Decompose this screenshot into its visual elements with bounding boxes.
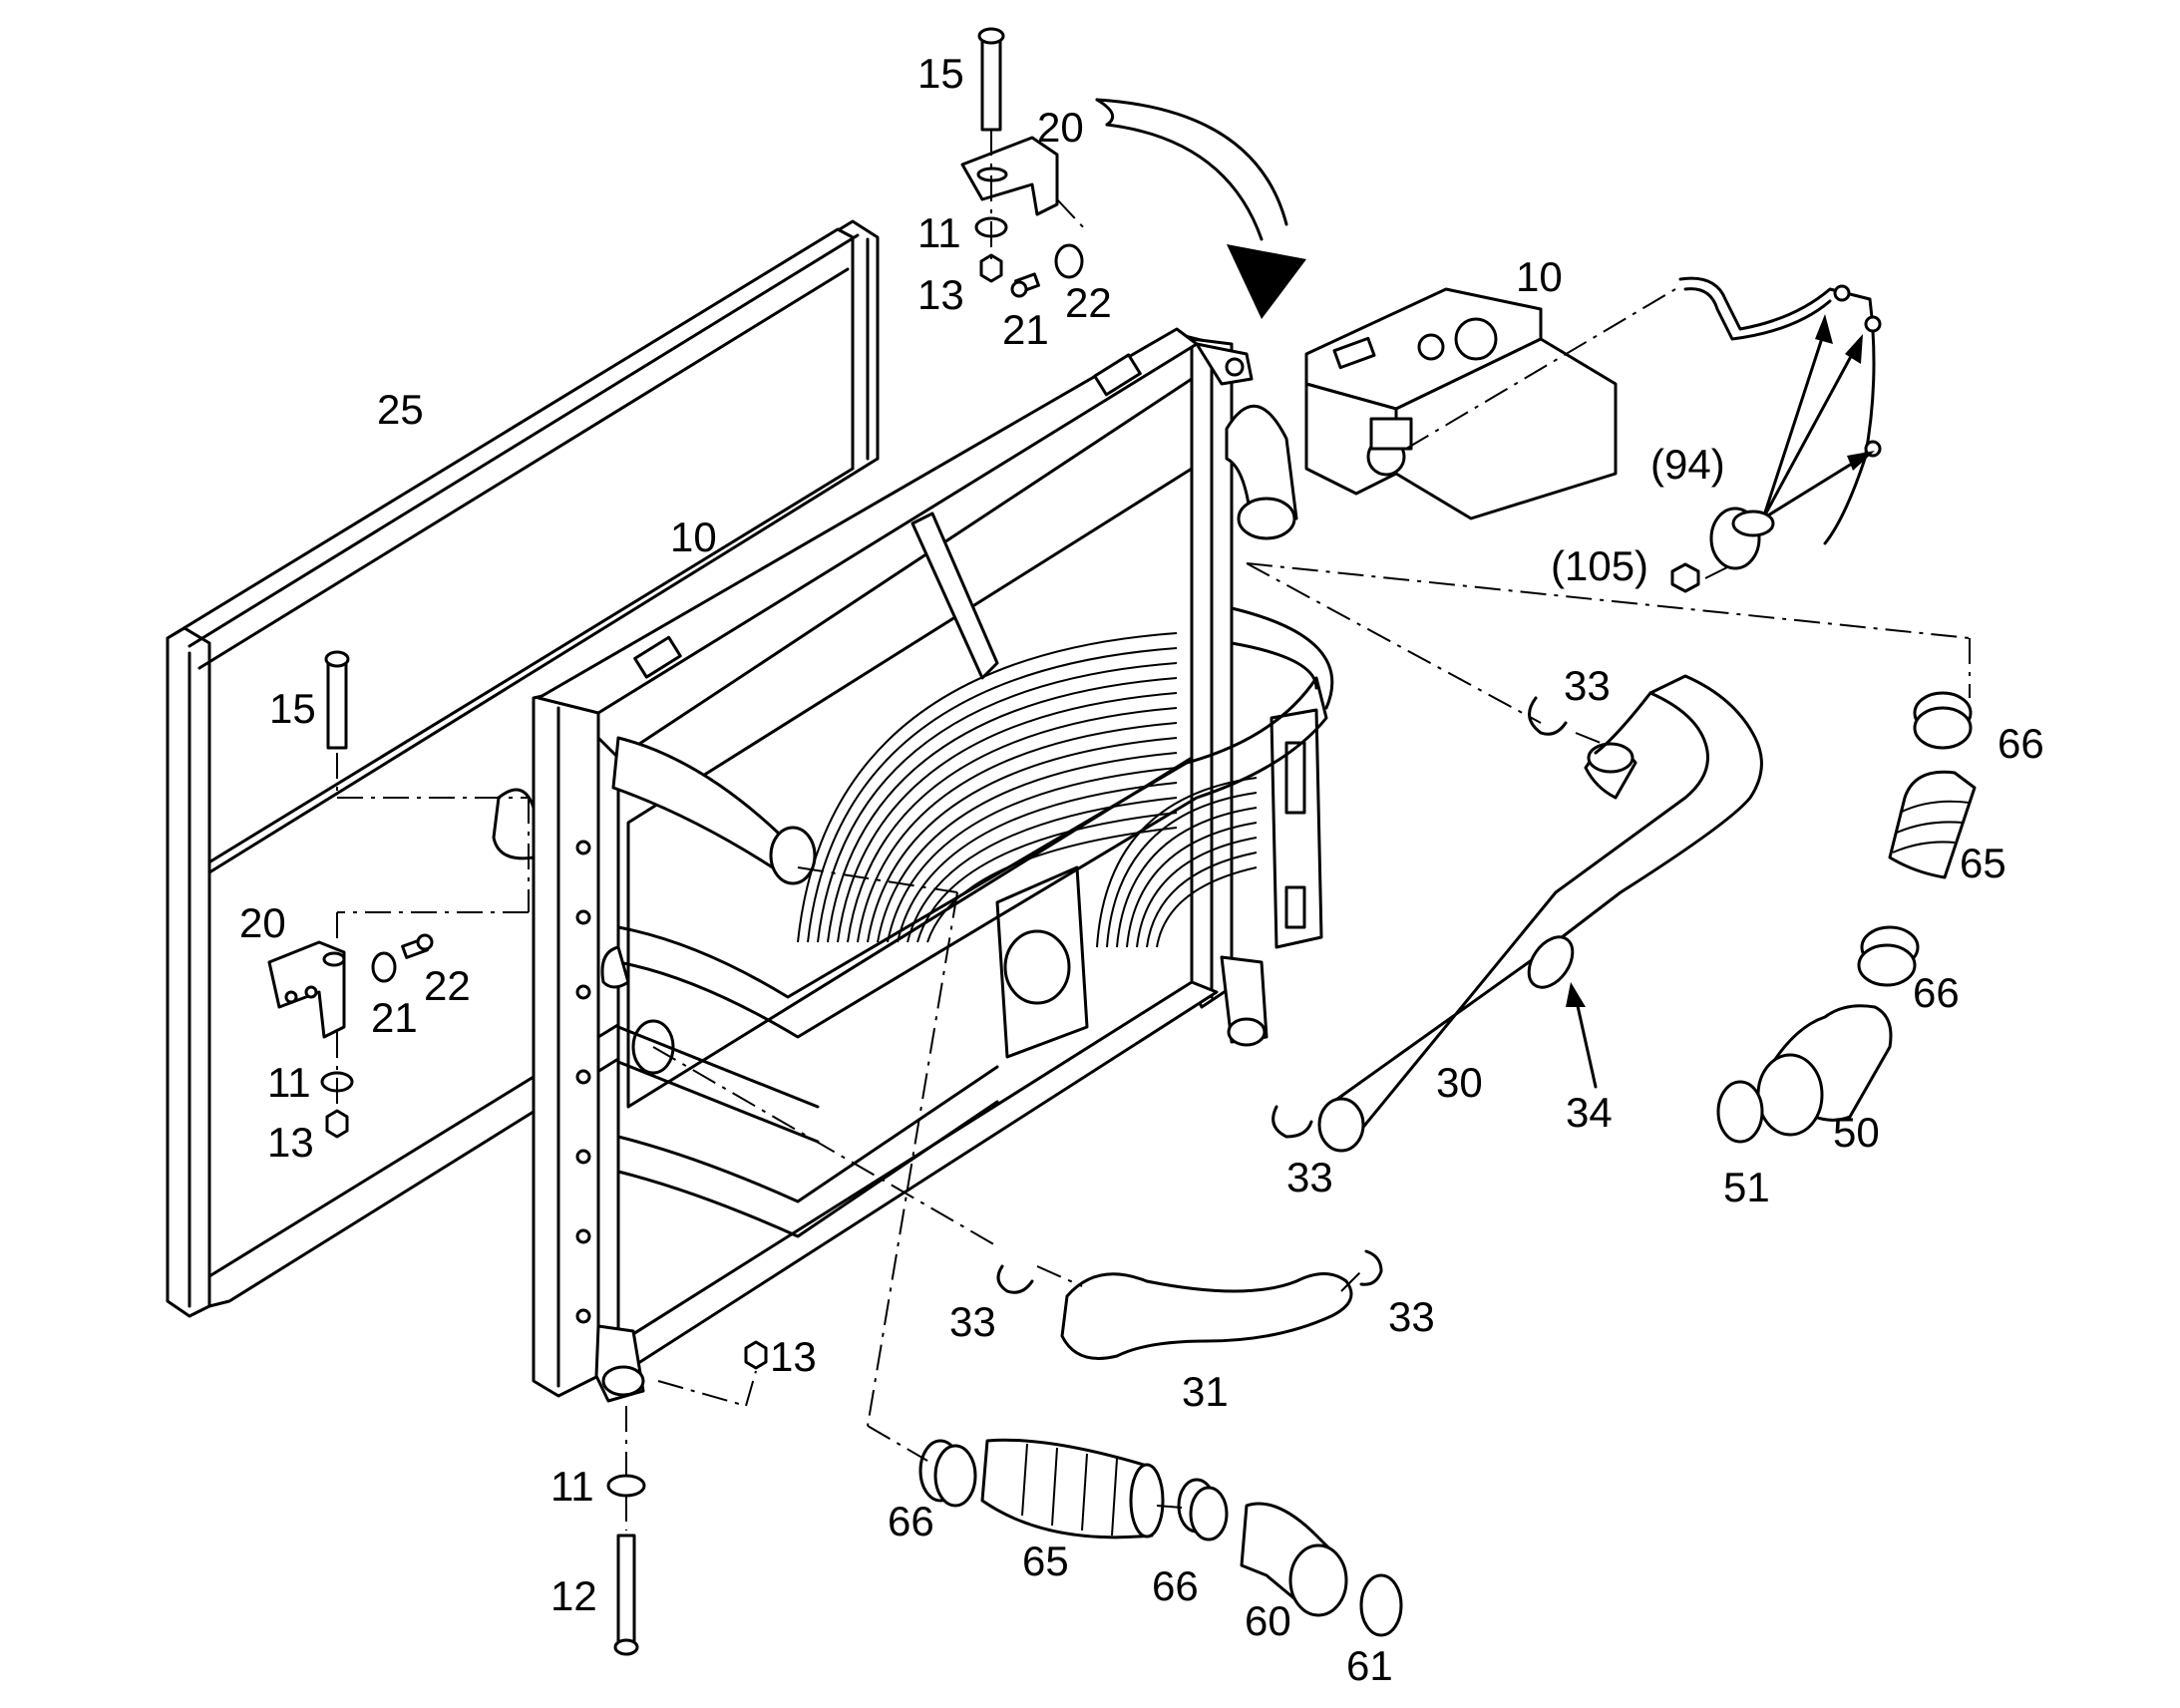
label-10-radiator: 10 [670,513,717,560]
label-33-c: 33 [949,1298,996,1345]
label-20-top: 20 [1037,104,1084,151]
radiator-hoses [600,404,1334,1238]
label-10-module: 10 [1516,253,1563,300]
charge-air-pipes [996,674,1763,1360]
top-bracket-group [960,27,1306,319]
label-21-left: 21 [371,994,418,1041]
label-50: 50 [1833,1109,1880,1156]
label-61: 61 [1346,1642,1393,1689]
label-33-b: 33 [1286,1154,1333,1200]
reference-lines [652,288,1971,1509]
electronic-module-part-10 [1304,287,1618,520]
wiring-harness [1670,276,1882,593]
label-15-top: 15 [917,50,964,97]
label-66-a: 66 [1998,720,2044,767]
label-11-left: 11 [267,1059,311,1106]
label-66-b: 66 [1913,969,1960,1016]
label-60: 60 [1245,1597,1291,1644]
label-94: (94) [1650,441,1725,488]
label-20-left: 20 [239,899,286,946]
label-65-a: 65 [1960,840,2006,886]
label-66-d: 66 [1152,1562,1199,1609]
label-31: 31 [1182,1368,1229,1415]
label-34: 34 [1566,1089,1613,1136]
label-13-bottom: 13 [770,1333,817,1380]
label-13-left: 13 [267,1119,314,1166]
label-105: (105) [1551,542,1648,589]
label-33-d: 33 [1388,1293,1435,1340]
label-33-a: 33 [1564,662,1611,709]
label-15-left: 15 [269,685,316,732]
label-22-top: 22 [1065,279,1112,326]
right-hose-kit [1716,691,1977,1144]
label-11-top: 11 [917,209,961,256]
label-11-bottom: 11 [550,1463,594,1510]
bottom-hose-kit [918,1438,1403,1637]
bottom-mount-group [606,1340,768,1656]
label-65-b: 65 [1022,1537,1069,1584]
label-12: 12 [550,1572,597,1619]
label-13-top: 13 [917,271,964,318]
label-25: 25 [377,386,424,433]
label-21-top: 21 [1002,306,1049,353]
label-22-left: 22 [424,962,471,1009]
fan-shroud [626,467,1323,1109]
label-66-c: 66 [888,1498,934,1544]
label-30: 30 [1436,1059,1483,1106]
part-labels: 15 20 11 13 21 22 10 25 10 (94) (105) 33… [239,50,2044,1689]
label-51: 51 [1723,1164,1770,1210]
left-bracket-group [267,650,536,1139]
